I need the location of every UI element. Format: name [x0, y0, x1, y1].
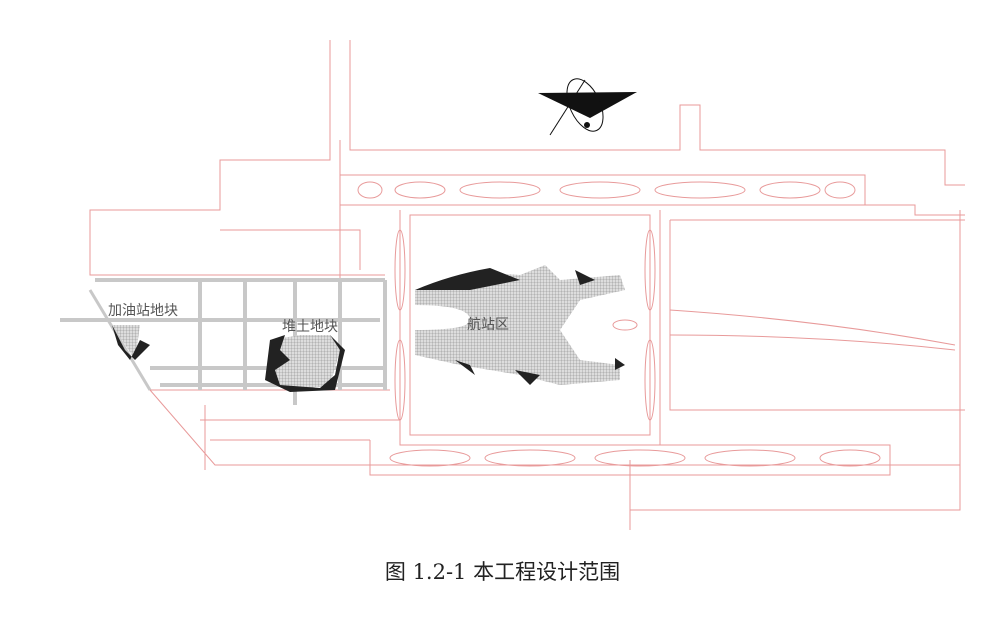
site-plan-drawing — [60, 40, 965, 530]
boundary-lines — [89, 40, 965, 530]
hatched-areas — [112, 265, 625, 392]
terminal-area-label: 航站区 — [467, 317, 509, 333]
ellipse-islands — [357, 181, 881, 467]
figure-caption: 图 1.2-1 本工程设计范围 — [384, 560, 621, 584]
north-arrow-icon — [538, 78, 637, 136]
fuel-station-plot-label: 加油站地块 — [108, 303, 178, 319]
soil-pile-plot-label: 堆土地块 — [282, 319, 338, 335]
